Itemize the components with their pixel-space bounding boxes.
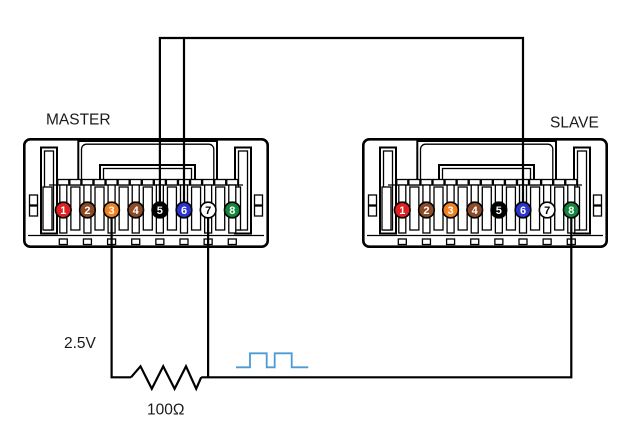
- voltage-label: 2.5V: [64, 335, 97, 352]
- master-pin-8-number: 8: [229, 205, 235, 217]
- resistance-label: 100Ω: [147, 402, 184, 419]
- master-pin-3: [102, 201, 121, 219]
- master-pin-1-number: 1: [60, 205, 66, 217]
- slave-pin-8-number: 8: [568, 205, 574, 217]
- slave-pin-7: [538, 201, 556, 219]
- master-pin-5-number: 5: [157, 205, 163, 217]
- slave-pin-4-number: 4: [472, 205, 479, 217]
- master-pin-8: [223, 201, 241, 219]
- master-pin-2-number: 2: [84, 205, 90, 217]
- slave-pin-5-number: 5: [496, 205, 502, 217]
- slave-pin-4: [466, 201, 484, 219]
- slave-pin-8: [562, 201, 580, 219]
- connector-master: 1 2 3 4 5 6 7 8: [22, 137, 269, 249]
- slave-pin-6-number: 6: [520, 205, 526, 217]
- master-pin-1: [54, 201, 72, 219]
- slave-pin-3: [441, 201, 460, 219]
- slave-pin-2: [417, 201, 436, 219]
- top-bus-wire: [158, 36, 525, 203]
- square-wave-icon: [236, 352, 309, 369]
- master-pin-4-number: 4: [133, 205, 140, 217]
- slave-pin-7-number: 7: [544, 205, 550, 217]
- slave-pin-1: [393, 201, 411, 219]
- master-pin-7: [199, 201, 217, 219]
- master-pin3-wire: [110, 218, 131, 379]
- bottom-bus-wire: [201, 218, 573, 379]
- connector-slave: 1 2 3 4 5 6 7 8: [361, 137, 608, 249]
- master-pin-2: [78, 201, 97, 219]
- master-pin-3-number: 3: [109, 205, 115, 217]
- slave-pin-5: [490, 201, 508, 219]
- slave-pin-2-number: 2: [423, 205, 429, 217]
- master-pin-6-number: 6: [181, 205, 187, 217]
- slave-label: SLAVE: [550, 115, 599, 132]
- master-label: MASTER: [46, 112, 111, 129]
- slave-pin-3-number: 3: [448, 205, 454, 217]
- resistor-symbol: [130, 363, 203, 392]
- master-pin-4: [127, 201, 145, 219]
- master-pin-7-number: 7: [205, 205, 211, 217]
- slave-pin-1-number: 1: [399, 205, 405, 217]
